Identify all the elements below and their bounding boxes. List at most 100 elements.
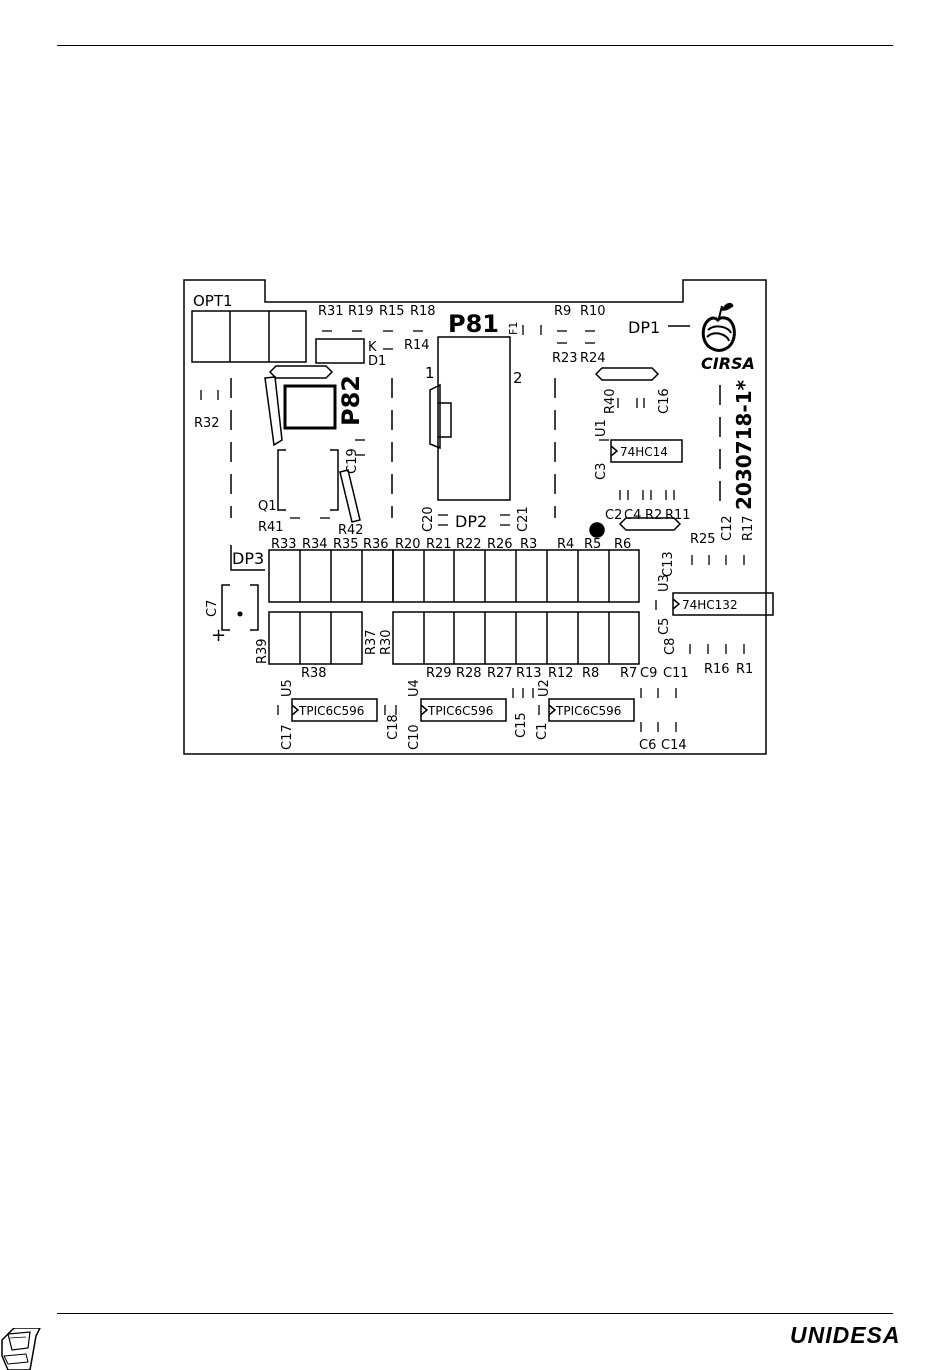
resistor-label-r12: R12 [548,666,574,681]
resistor-label-r8: R8 [582,666,599,681]
u1-label: U1 [594,419,609,437]
c4-label: C4 [624,508,641,523]
header-rule [57,45,893,46]
r30-label: R30 [379,629,394,655]
d1-diode [315,338,365,364]
r16-label: R16 [704,662,730,677]
u4-label: U4 [407,679,422,697]
r19-label: R19 [348,304,374,319]
c14-label: C14 [661,738,687,753]
d1-label: D1 [368,354,386,369]
resistor-label-r13: R13 [516,666,542,681]
r17-label: R17 [741,515,756,541]
opt1-label: OPT1 [193,292,233,310]
resistor-label-r33: R33 [271,537,297,552]
u1-part-label: 74HC14 [620,445,668,459]
r40-label: R40 [603,388,618,414]
r32-label: R32 [194,416,220,431]
part-number: 2030718-1* [732,379,756,510]
q1-bracket-left [277,449,286,511]
resistor-array-bottom-left [268,611,363,665]
c11-label: C11 [663,666,689,681]
dp2-label: DP2 [455,512,487,531]
p82-label: P82 [337,375,365,426]
u1-74hc14-chip [610,439,683,463]
resistor-label-r5: R5 [584,537,601,552]
resistor-label-r21: R21 [426,537,452,552]
r41-label: R41 [258,520,284,535]
u5-part-label: TPIC6C596 [298,704,364,718]
p81-pin-2: 2 [513,369,523,387]
u2-label: U2 [537,679,552,697]
c9-label: C9 [640,666,657,681]
c16-label: C16 [657,388,672,414]
resistor-label-r26: R26 [487,537,513,552]
c2-label: C2 [605,508,622,523]
resistor-label-r36: R36 [363,537,389,552]
c3-label: C3 [594,463,609,480]
u3-part-label: 74HC132 [682,598,738,612]
r9-label: R9 [554,304,571,319]
reference-dot [589,522,605,538]
c6-label: C6 [639,738,656,753]
plus-mark: + [211,625,226,646]
r25-label: R25 [690,532,716,547]
cirsa-apple-logo [701,302,736,352]
f1-label: F1 [507,322,520,335]
c12-label: C12 [720,515,735,541]
p82-body [283,384,337,430]
u4-tpic-chip [420,698,507,722]
u3-74hc132-chip [672,592,774,616]
resistor-label-r7: R7 [620,666,637,681]
resistor-label-r20: R20 [395,537,421,552]
u4-part-label: TPIC6C596 [427,704,493,718]
r1-label: R1 [736,662,753,677]
c1-label: C1 [535,723,550,740]
r10-label: R10 [580,304,606,319]
cirsa-logo-text: CIRSA [701,354,755,373]
resistor-label-r22: R22 [456,537,482,552]
r37-label: R37 [364,629,379,655]
c18-label: C18 [386,714,401,740]
resistor-label-r34: R34 [302,537,328,552]
p81-header [437,336,511,501]
p81-pin-1: 1 [425,364,435,382]
resistor-label-r29: R29 [426,666,452,681]
board-outline [183,279,767,755]
r38-label: R38 [301,666,327,681]
resistor-label-r35: R35 [333,537,359,552]
u5-label: U5 [280,679,295,697]
r31-label: R31 [318,304,344,319]
r2-label: R2 [645,508,662,523]
r18-label: R18 [410,304,436,319]
u2-tpic-chip [548,698,635,722]
q1-label: Q1 [258,499,277,514]
r23-label: R23 [552,351,578,366]
r24-label: R24 [580,351,606,366]
u3-label: U3 [657,574,672,592]
c7-label: C7 [205,600,220,617]
c20-label: C20 [421,506,436,532]
resistor-label-r27: R27 [487,666,513,681]
k-label: K [368,340,377,355]
opt1-connector [191,310,307,363]
c15-label: C15 [514,712,529,738]
c21-label: C21 [516,506,531,532]
c17-label: C17 [280,724,295,750]
resistor-label-r3: R3 [520,537,537,552]
footer-rule [57,1313,893,1314]
c13-label: C13 [661,551,676,577]
r11-label: R11 [665,508,691,523]
c5-label: C5 [657,618,672,635]
resistor-label-r6: R6 [614,537,631,552]
r39-label: R39 [255,638,270,664]
resistor-label-r28: R28 [456,666,482,681]
c19-label: C19 [345,448,360,474]
dp1-label: DP1 [628,318,660,337]
dp3-label: DP3 [232,549,264,568]
r42-label: R42 [338,523,364,538]
slot-machine-icon [1,1328,41,1370]
r14-label: R14 [404,338,430,353]
r15-label: R15 [379,304,405,319]
